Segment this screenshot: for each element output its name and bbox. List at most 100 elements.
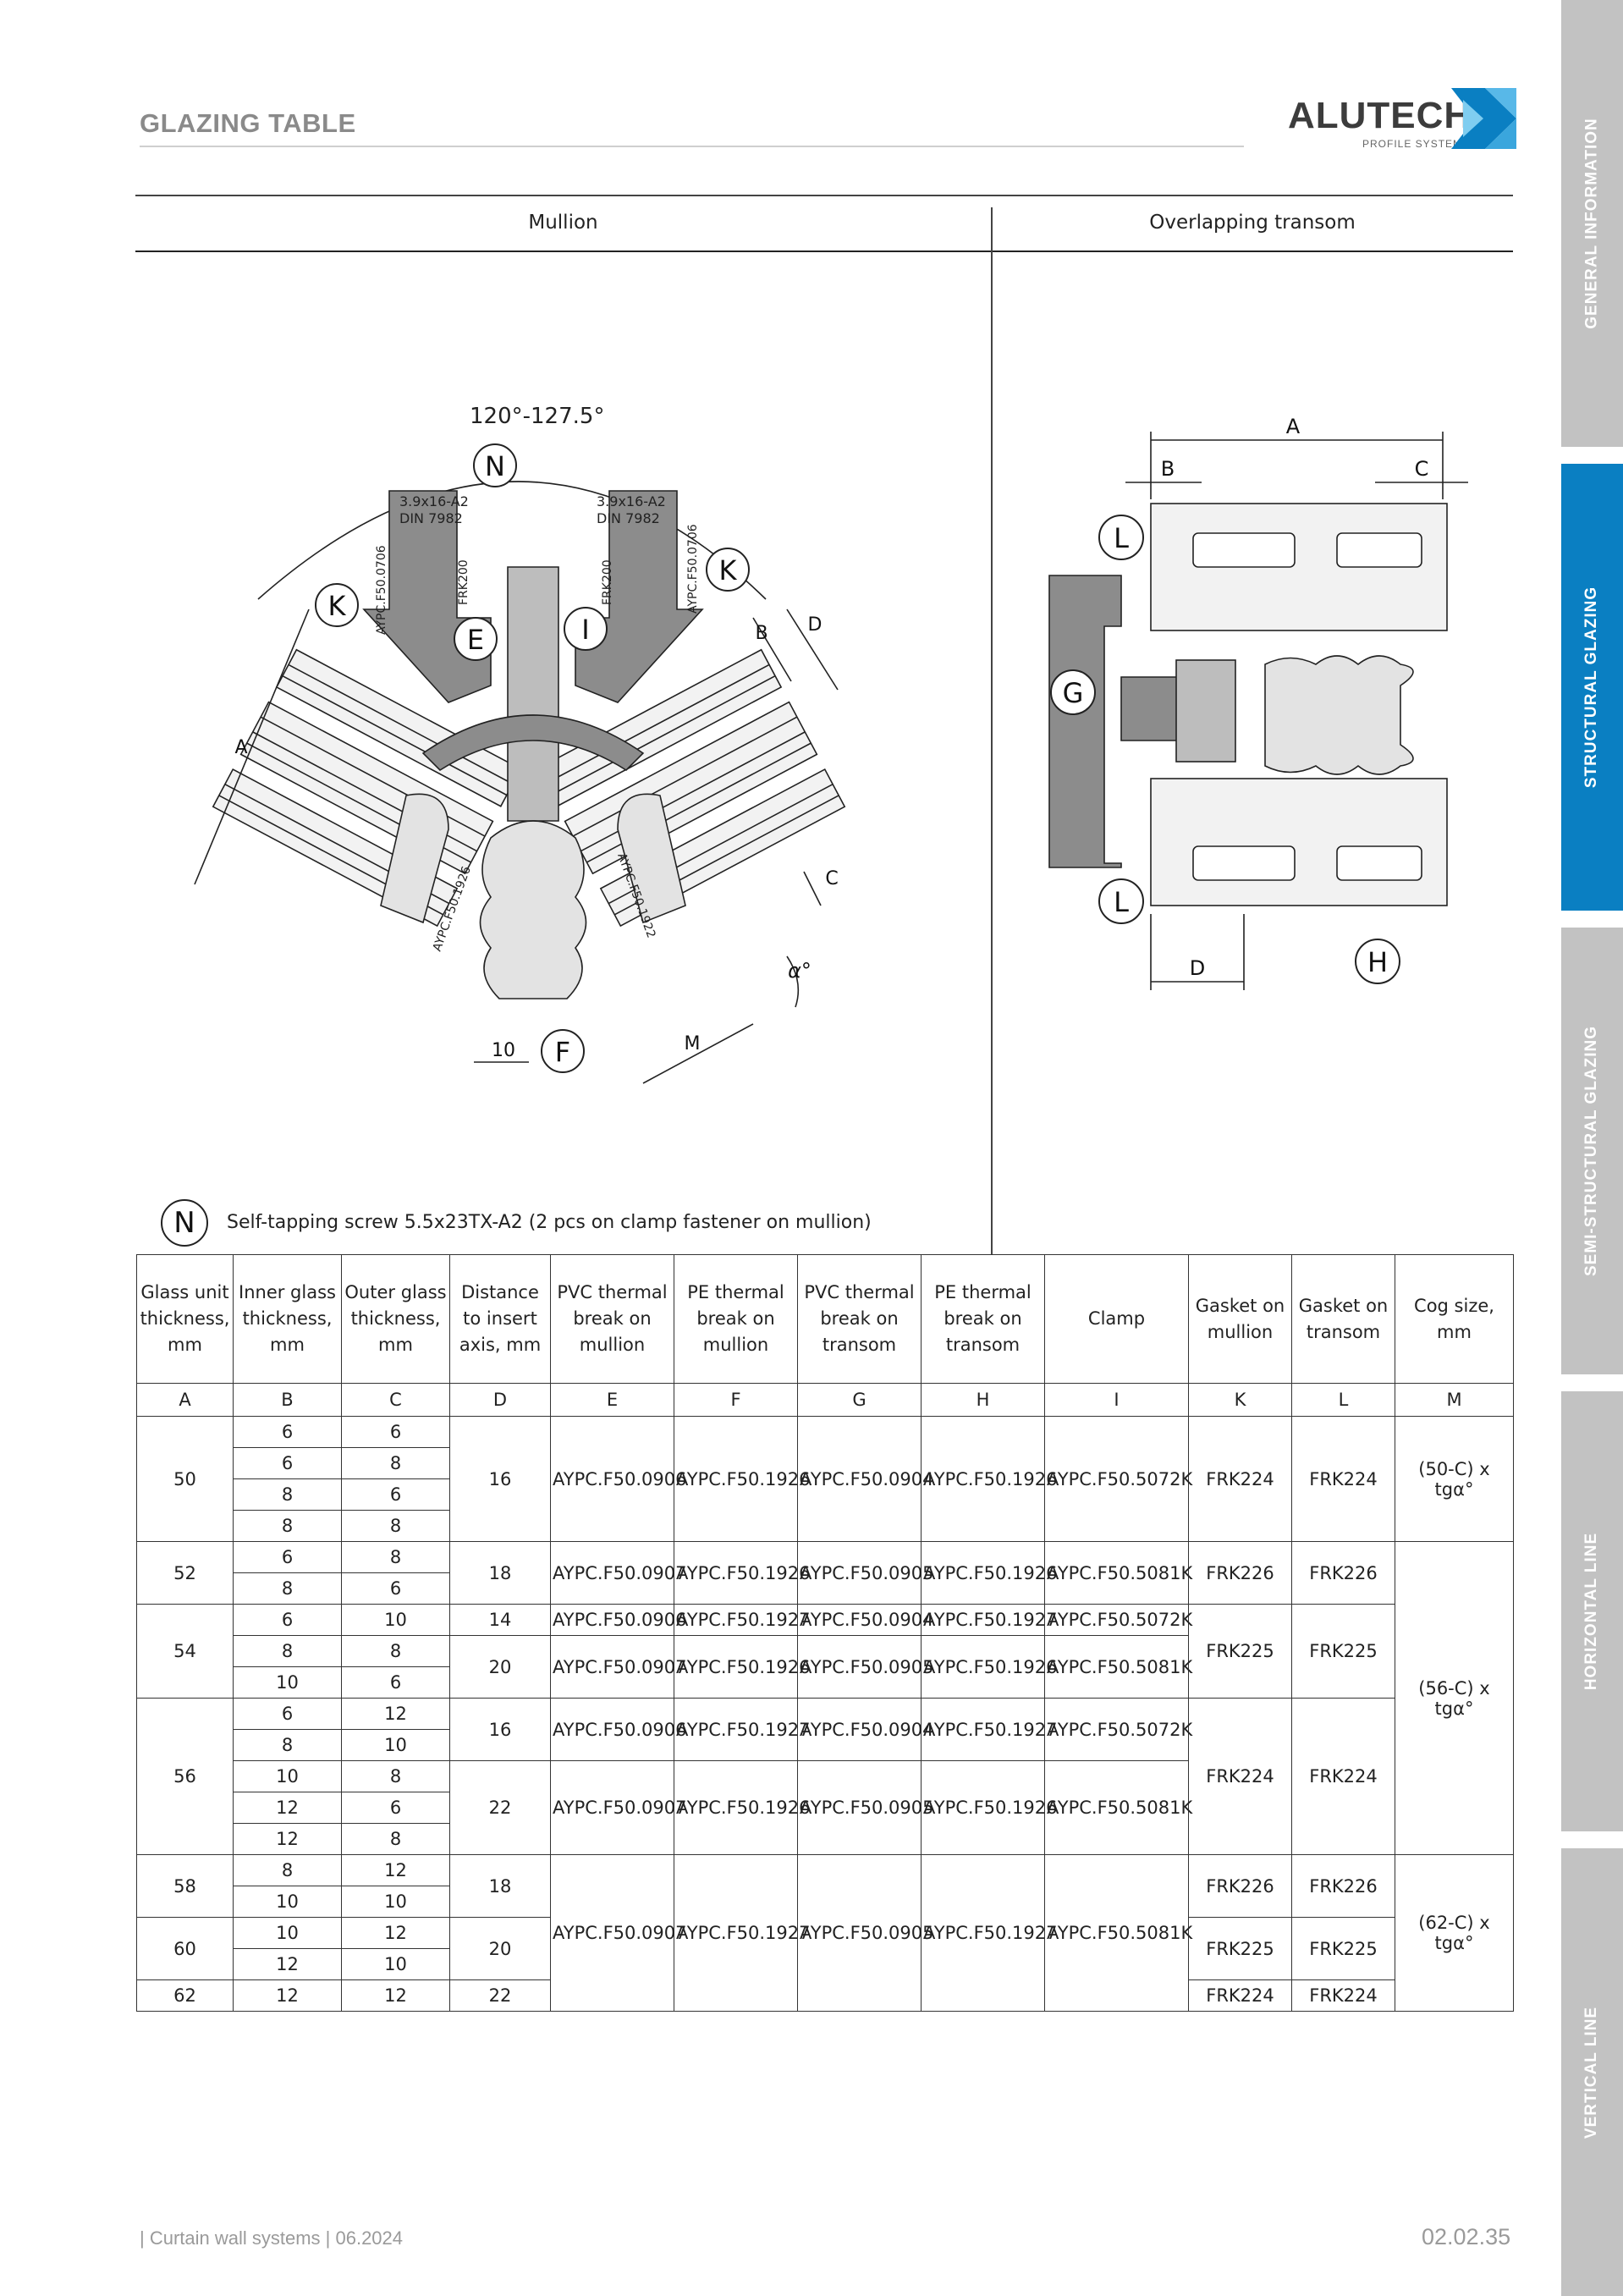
marker-l-top: L [1114, 522, 1129, 554]
table-cell-a: 60 [136, 1917, 234, 1980]
column-header: Gasket on mullion [1188, 1254, 1292, 1384]
column-header: Gasket on transom [1291, 1254, 1395, 1384]
table-cell-b: 8 [233, 1510, 342, 1542]
screw-label-right: 3.9x16-A2 [597, 493, 666, 509]
gasket-code-left: AYPC.F50.0706 [375, 545, 388, 635]
marker-k-right: K [719, 554, 738, 586]
dimension-a: A [234, 737, 247, 758]
column-header: PVC thermal break on mullion [550, 1254, 674, 1384]
column-letter: A [136, 1383, 234, 1417]
dimension-alpha: α° [788, 959, 812, 983]
dimension-10: 10 [492, 1040, 515, 1061]
table-cell-c: 10 [341, 1948, 450, 1980]
footer-doc-info: | Curtain wall systems | 06.2024 [140, 2227, 404, 2249]
table-cell-c: 6 [341, 1666, 450, 1699]
table-cell-b: 6 [233, 1447, 342, 1479]
table-cell-c: 12 [341, 1698, 450, 1730]
table-cell-a: 62 [136, 1979, 234, 2012]
table-cell-c: 10 [341, 1729, 450, 1761]
marker-h-circle [1355, 939, 1400, 984]
table-cell-f: AYPC.F50.1927 [674, 1604, 810, 1636]
table-cell-k: FRK226 [1188, 1854, 1292, 1918]
side-tab-vertical-line[interactable]: VERTICAL LINE [1561, 1848, 1623, 2296]
table-cell-k: FRK226 [1188, 1541, 1292, 1605]
table-cell-g: AYPC.F50.0905 [797, 1635, 933, 1699]
marker-h: H [1367, 946, 1388, 978]
table-cell-g: AYPC.F50.0905 [797, 1854, 933, 2012]
frk-code-right: FRK200 [601, 559, 614, 605]
table-cell-a: 50 [136, 1416, 234, 1542]
table-cell-i: AYPC.F50.5072K [1044, 1698, 1192, 1761]
table-cell-f: AYPC.F50.1926 [674, 1760, 810, 1855]
side-tab-structural-glazing[interactable]: STRUCTURAL GLAZING [1561, 464, 1623, 911]
logo-mark-icon [1451, 88, 1516, 149]
mullion-section-drawing: 3.9x16-A2 DIN 7982 3.9x16-A2 DIN 7982 AY… [194, 404, 846, 1084]
table-cell-k: FRK225 [1188, 1917, 1292, 1980]
marker-f-circle [541, 1029, 585, 1073]
table-cell-a: 58 [136, 1854, 234, 1918]
column-header: PVC thermal break on transom [797, 1254, 922, 1384]
table-cell-i: AYPC.F50.5072K [1044, 1604, 1192, 1636]
table-cell-c: 12 [341, 1979, 450, 2012]
side-tab-label: GENERAL INFORMATION [1582, 118, 1601, 329]
marker-l-bottom: L [1114, 886, 1129, 918]
table-cell-b: 8 [233, 1729, 342, 1761]
table-cell-c: 8 [341, 1447, 450, 1479]
marker-f: F [555, 1036, 570, 1068]
dimension-d: D [808, 614, 823, 636]
table-cell-b: 12 [233, 1979, 342, 2012]
side-tab-semi-structural-glazing[interactable]: SEMI-STRUCTURAL GLAZING [1561, 928, 1623, 1374]
table-cell-e: AYPC.F50.0906 [550, 1698, 686, 1761]
column-letter: E [550, 1383, 674, 1417]
top-rule [135, 195, 1513, 196]
transom-section-drawing: A B C D L G L H [1048, 415, 1468, 990]
table-cell-k: FRK225 [1188, 1604, 1292, 1699]
page-number: 02.02.35 [1422, 2224, 1511, 2249]
table-cell-b: 8 [233, 1572, 342, 1605]
table-cell-f: AYPC.F50.1926 [674, 1635, 810, 1699]
din-label-right: DIN 7982 [597, 510, 660, 526]
side-tab-label: VERTICAL LINE [1582, 2006, 1601, 2139]
side-tab-label: HORIZONTAL LINE [1582, 1532, 1601, 1691]
table-cell-b: 12 [233, 1948, 342, 1980]
table-cell-c: 12 [341, 1917, 450, 1949]
table-cell-c: 8 [341, 1635, 450, 1667]
table-cell-h: AYPC.F50.1926 [921, 1635, 1057, 1699]
table-cell-m: (50-C) x tgα° [1395, 1416, 1514, 1542]
frk-code-left: FRK200 [457, 559, 470, 605]
table-cell-l: FRK224 [1291, 1979, 1395, 2012]
table-cell-b: 6 [233, 1416, 342, 1448]
column-header: PE thermal break on mullion [674, 1254, 798, 1384]
table-cell-d: 18 [449, 1854, 551, 1918]
side-tab-horizontal-line[interactable]: HORIZONTAL LINE [1561, 1391, 1623, 1831]
table-cell-l: FRK225 [1291, 1604, 1395, 1699]
page-title: GLAZING TABLE [140, 108, 356, 138]
table-cell-b: 12 [233, 1792, 342, 1824]
table-cell-k: FRK224 [1188, 1416, 1292, 1542]
column-header: Inner glass thickness, mm [233, 1254, 342, 1384]
table-cell-h: AYPC.F50.1927 [921, 1698, 1057, 1761]
column-letter: K [1188, 1383, 1292, 1417]
table-cell-g: AYPC.F50.0904 [797, 1416, 933, 1542]
side-tab-general-information[interactable]: GENERAL INFORMATION [1561, 0, 1623, 447]
table-cell-c: 10 [341, 1886, 450, 1918]
marker-i: I [581, 614, 589, 646]
column-letter: D [449, 1383, 551, 1417]
note-marker: N [161, 1198, 208, 1247]
table-cell-f: AYPC.F50.1926 [674, 1416, 810, 1542]
header-divider [140, 146, 1244, 147]
column-letter: G [797, 1383, 922, 1417]
column-header: Clamp [1044, 1254, 1189, 1384]
table-cell-h: AYPC.F50.1926 [921, 1760, 1057, 1855]
marker-e: E [467, 624, 484, 656]
marker-e-circle [454, 617, 498, 661]
table-cell-d: 20 [449, 1917, 551, 1980]
